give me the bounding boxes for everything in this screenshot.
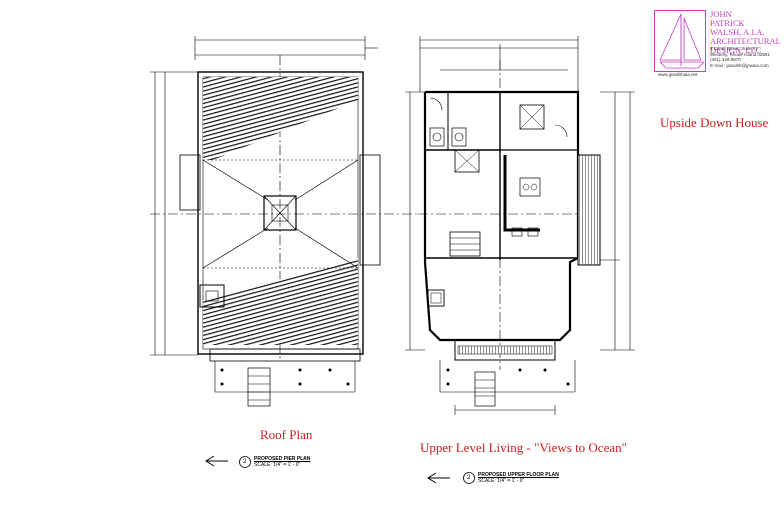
drawing-title-right: PROPOSED UPPER FLOOR PLAN SCALE: 1/4" = … [478,472,559,484]
drawing-title-text-left: PROPOSED PIER PLAN [254,456,311,462]
sailboat-logo-icon [659,13,705,69]
firm-name: JOHN PATRICK WALSH, A.I.A. ARCHITECTURAL… [710,9,781,55]
drawing-title-text-right: PROPOSED UPPER FLOOR PLAN [478,472,559,478]
logo-frame [654,10,706,72]
drawing-number-right: 2 [467,474,471,481]
upper-floor-plan [405,36,635,415]
project-title: Upside Down House [660,115,769,130]
upper-level-label: Upper Level Living - "Views to Ocean" [420,440,627,455]
north-arrow-left [205,455,228,467]
drawing-scale-left: SCALE: 1/4" = 1' - 0" [254,462,301,468]
drawing-scale-right: SCALE: 1/4" = 1' - 0" [478,478,525,484]
firm-logo: JOHN PATRICK WALSH, A.I.A. ARCHITECTURAL… [654,9,781,80]
roof-plan [150,36,418,407]
firm-address: 8 Canal Street, Suite #2 Westerly, Rhode… [710,46,770,68]
drawing-number-left: 2 [243,458,247,465]
drawing-number-circle-left [239,456,251,468]
drawing-title-left: PROPOSED PIER PLAN SCALE: 1/4" = 1' - 0" [254,456,310,468]
drawing-number-circle-right [463,472,475,484]
north-arrow-right [427,472,450,484]
roof-plan-label: Roof Plan [260,427,313,442]
firm-website: www.jpwalshaia.net [658,72,698,77]
